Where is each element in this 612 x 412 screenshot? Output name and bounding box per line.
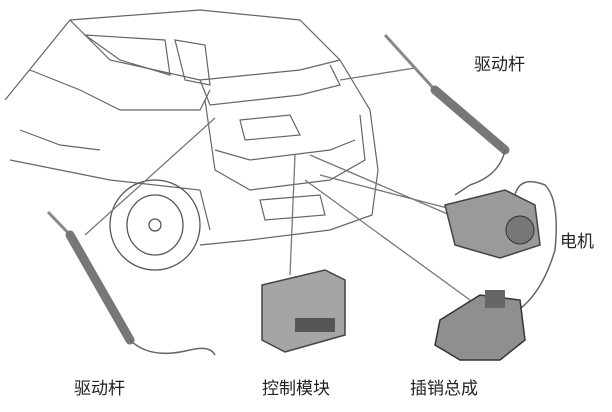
leader-lines (84, 67, 471, 301)
label-strut-bottom: 驱动杆 (74, 379, 125, 399)
label-strut-top: 驱动杆 (474, 55, 525, 75)
motor-part (444, 180, 557, 316)
strut-bottom-part (46, 210, 216, 356)
label-latch-assembly: 插销总成 (410, 379, 478, 399)
latch-assembly-part (434, 290, 526, 361)
car-outline (4, 9, 379, 246)
label-control-module: 控制模块 (262, 379, 330, 399)
control-module-part (261, 269, 346, 353)
rear-wheel (109, 179, 201, 271)
strut-top-part (383, 33, 510, 196)
label-motor: 电机 (560, 232, 594, 252)
